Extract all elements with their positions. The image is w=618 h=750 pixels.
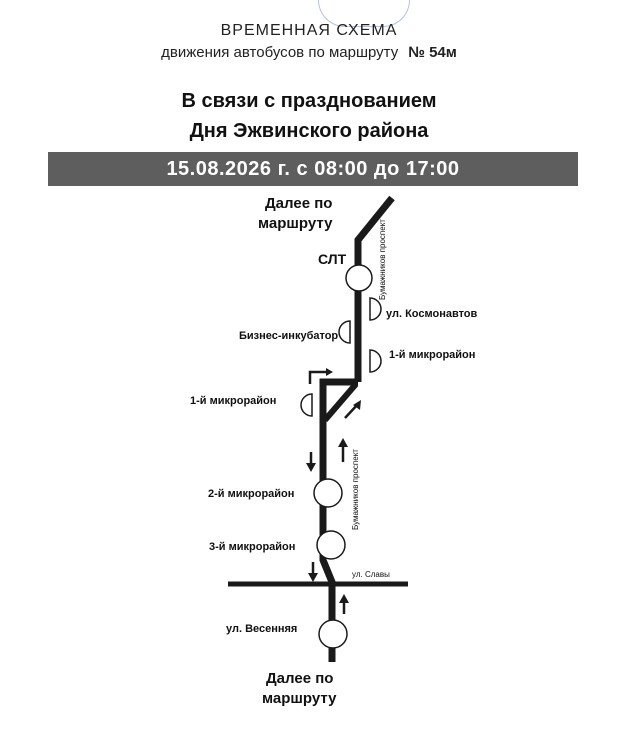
header-title: ВРЕМЕННАЯ СХЕМА xyxy=(220,22,398,39)
stop-mkr2-label: 2-й микрорайон xyxy=(208,488,294,500)
stop-vesennyaya-label: ул. Весенняя xyxy=(226,623,297,635)
continue-bottom-line1: Далее по xyxy=(266,670,333,687)
continue-bottom-line2: маршруту xyxy=(262,690,337,707)
stop-mkr3-label: 3-й микрорайон xyxy=(209,541,295,553)
stop-kosmonavtov-halfcircle xyxy=(369,297,382,321)
arrow-up-icon xyxy=(338,438,348,462)
main-title-line2: Дня Эжвинского района xyxy=(189,120,429,142)
continue-top-line1: Далее по xyxy=(265,195,332,212)
turn-arrow-head xyxy=(326,368,333,376)
stop-mkr3-circle xyxy=(316,530,346,560)
stop-mkr1-right-label: 1-й микрорайон xyxy=(389,349,475,361)
route-line-top xyxy=(354,195,395,382)
main-title-line1: В связи с празднованием xyxy=(181,90,437,112)
stop-mkr1-left-label: 1-й микрорайон xyxy=(190,395,276,407)
continue-top-line2: маршруту xyxy=(258,215,333,232)
arrow-diagonal-icon xyxy=(344,400,361,419)
route-line-detour xyxy=(319,378,358,662)
arrow-up-icon xyxy=(339,594,349,614)
stop-biznes-label: Бизнес-инкубатор xyxy=(239,330,338,342)
street-avenue-label-bottom: Бумажников проспект xyxy=(351,449,360,530)
stop-mkr2-circle xyxy=(313,478,343,508)
street-slavy-label: ул. Славы xyxy=(352,570,390,579)
header-subtitle: движения автобусов по маршруту № 54м xyxy=(0,44,618,61)
arrow-down-icon xyxy=(308,562,318,582)
header-subtitle-text: движения автобусов по маршруту xyxy=(161,44,399,61)
stop-mkr1-right-halfcircle xyxy=(369,349,382,373)
turn-arrow-icon xyxy=(308,370,326,384)
stop-slt-label: СЛТ xyxy=(318,251,347,267)
arrow-down-icon xyxy=(306,452,316,472)
route-line-diagonal xyxy=(322,382,359,422)
stop-vesennyaya-circle xyxy=(318,619,348,649)
date-band: 15.08.2026 г. с 08:00 до 17:00 xyxy=(48,152,578,186)
stop-kosmonavtov-label: ул. Космонавтов xyxy=(386,308,478,320)
stop-biznes-halfcircle xyxy=(338,320,351,344)
route-number: № 54м xyxy=(408,44,457,61)
stop-mkr1-left-halfcircle xyxy=(300,393,313,417)
stop-slt-circle xyxy=(345,264,373,292)
street-avenue-label-top: Бумажников проспект xyxy=(378,219,387,300)
